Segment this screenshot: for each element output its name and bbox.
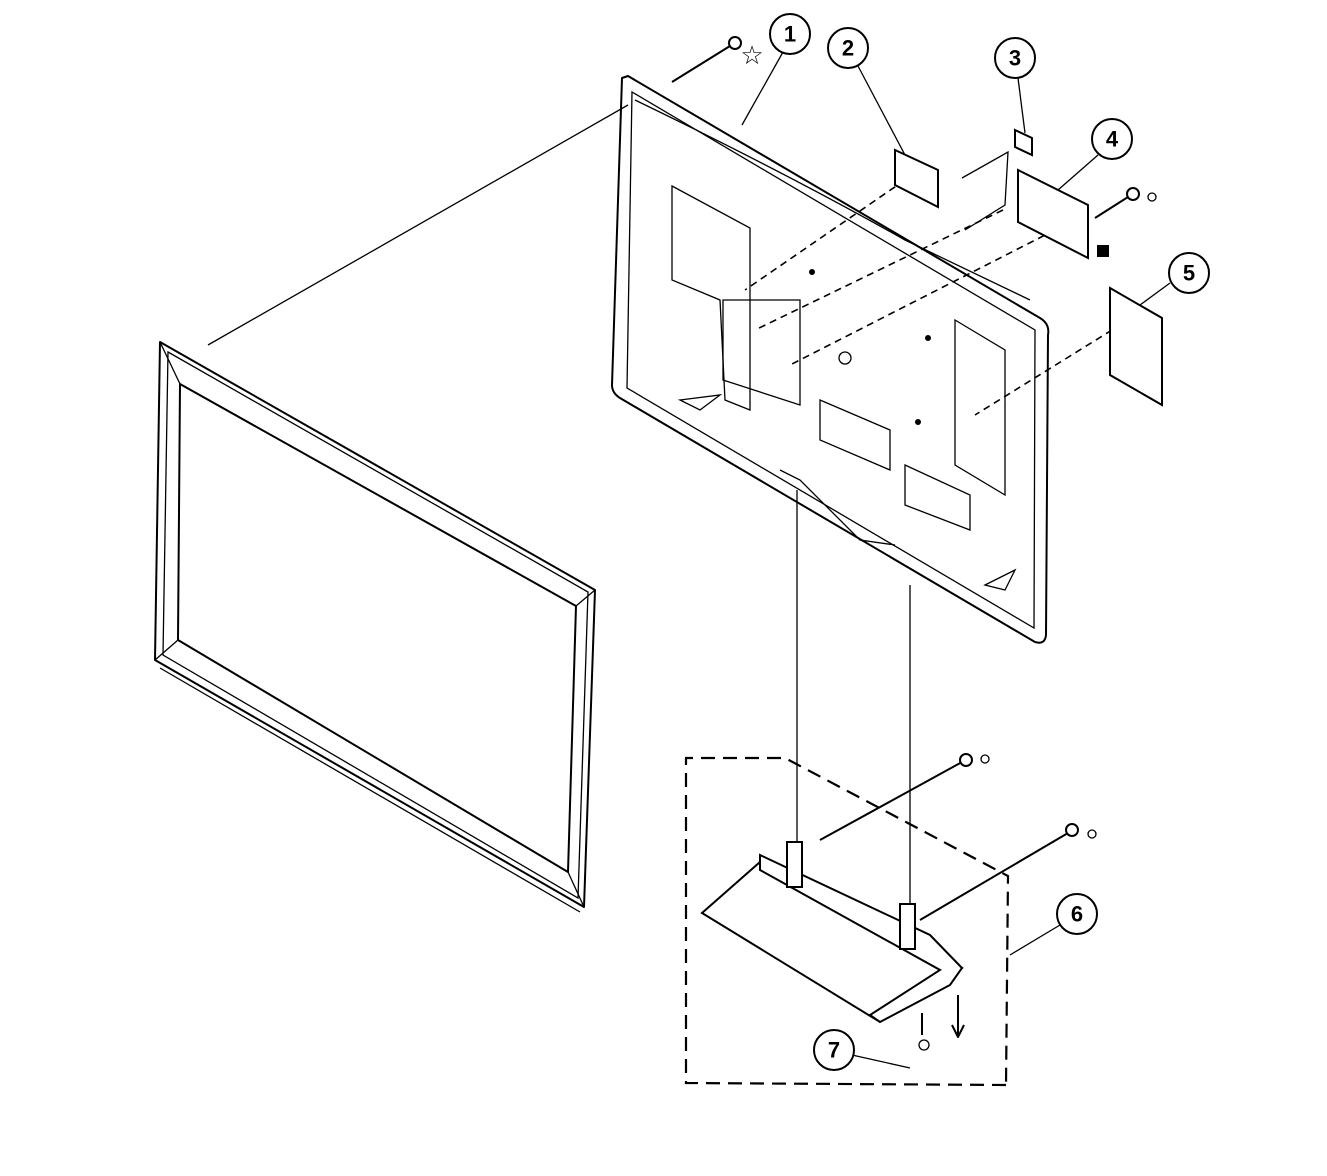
front-bezel [154,341,596,913]
callout-6: 6 [1056,893,1098,935]
svg-text:5: 5 [1183,261,1195,286]
label-sheet-4 [1017,168,1089,260]
svg-text:7: 7 [828,1038,840,1063]
label-sheet-2 [894,148,939,209]
square-symbol [1097,245,1109,257]
alignment-line [207,104,629,346]
callout-2: 2 [827,27,869,69]
dashed-guides [744,179,1113,905]
label-sheet-3 [1014,128,1033,157]
svg-text:3: 3 [1009,46,1021,71]
stand-assembly-boundary [684,756,1010,1087]
callout-4: 4 [1091,118,1133,160]
svg-text:4: 4 [1106,127,1119,152]
callout-3: 3 [994,37,1036,79]
svg-text:6: 6 [1071,902,1083,927]
stand [700,841,1061,1069]
screws [671,36,1157,1051]
svg-text:1: 1 [784,22,796,47]
rear-cabinet [611,75,1050,644]
label-sheet-5 [1109,286,1163,407]
callout-leaders [741,51,1171,306]
star-icon: ☆ [740,41,763,71]
callout-1: 1 [769,13,811,55]
callout-7: 7 [813,1029,855,1071]
svg-text:2: 2 [842,36,854,61]
callout-5: 5 [1168,252,1210,294]
